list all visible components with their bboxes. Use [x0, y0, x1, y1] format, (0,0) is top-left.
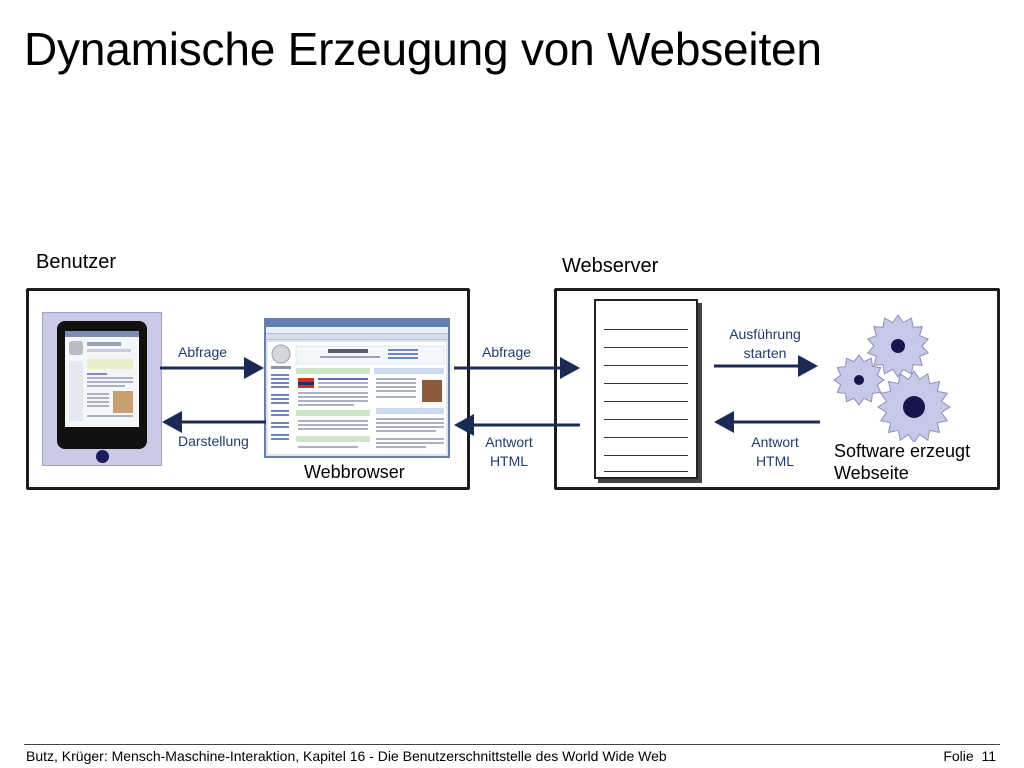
tablet-home-button: [96, 450, 109, 463]
label-antwort-left: Antwort HTML: [474, 433, 544, 471]
doc-line: [604, 455, 688, 456]
gear-small-hub: [854, 375, 864, 385]
doc-line: [604, 419, 688, 420]
label-antwort-right: Antwort HTML: [740, 433, 810, 471]
arrow-ausfuehrung-doc-to-gears: [714, 355, 818, 377]
tablet-screen-content: [65, 331, 139, 421]
browser-titlebar: [266, 320, 448, 327]
doc-line: [604, 471, 688, 472]
label-antwort-right-line1: Antwort: [751, 434, 799, 450]
gears-icon: [833, 314, 951, 442]
label-abfrage-left: Abfrage: [178, 344, 228, 360]
label-ausfuehrung: Ausführung starten: [716, 325, 814, 363]
browser-tabbar: [266, 334, 448, 340]
label-antwort-left-line2: HTML: [489, 453, 529, 469]
browser-content: [268, 342, 446, 454]
browser-screenshot: [264, 318, 450, 458]
benutzer-label: Benutzer: [36, 251, 117, 273]
doc-line: [604, 401, 688, 402]
doc-line: [604, 329, 688, 330]
label-ausfuehrung-line2: starten: [743, 345, 787, 361]
webserver-label: Webserver: [562, 255, 659, 277]
gear-top-hub: [891, 339, 905, 353]
doc-line: [604, 383, 688, 384]
webbrowser-label: Webbrowser: [304, 462, 405, 482]
label-darstellung: Darstellung: [178, 433, 249, 449]
label-abfrage-right: Abfrage: [482, 344, 532, 360]
gear-large-hub: [903, 396, 925, 418]
arrow-abfrage-tablet-to-browser: [160, 357, 264, 379]
doc-line: [604, 437, 688, 438]
arrow-antwort-server-to-browser: [454, 414, 580, 436]
doc-line: [604, 365, 688, 366]
label-antwort-right-line2: HTML: [755, 453, 795, 469]
footer-page-number: 11: [981, 748, 996, 764]
footer-folie-label: Folie: [943, 748, 974, 764]
arrow-antwort-gears-to-doc: [714, 411, 820, 433]
server-document-icon: [594, 299, 698, 479]
browser-addressbar: [266, 327, 448, 334]
doc-line: [604, 347, 688, 348]
label-antwort-left-line1: Antwort: [485, 434, 533, 450]
footer-page: Folie 11: [943, 748, 996, 764]
footer-divider: [24, 744, 1000, 745]
slide-title: Dynamische Erzeugung von Webseiten: [24, 23, 822, 75]
software-label-line2: Webseite: [834, 463, 909, 483]
tablet-icon: [57, 321, 147, 463]
footer-citation: Butz, Krüger: Mensch-Maschine-Interaktio…: [26, 748, 667, 764]
browser-page-content: [271, 344, 445, 448]
software-label-line1: Software erzeugt: [834, 441, 971, 461]
tablet-screen: [65, 331, 139, 427]
arrow-darstellung-browser-to-tablet: [162, 411, 266, 433]
arrow-abfrage-browser-to-server: [454, 357, 580, 379]
label-ausfuehrung-line1: Ausführung: [729, 326, 801, 342]
